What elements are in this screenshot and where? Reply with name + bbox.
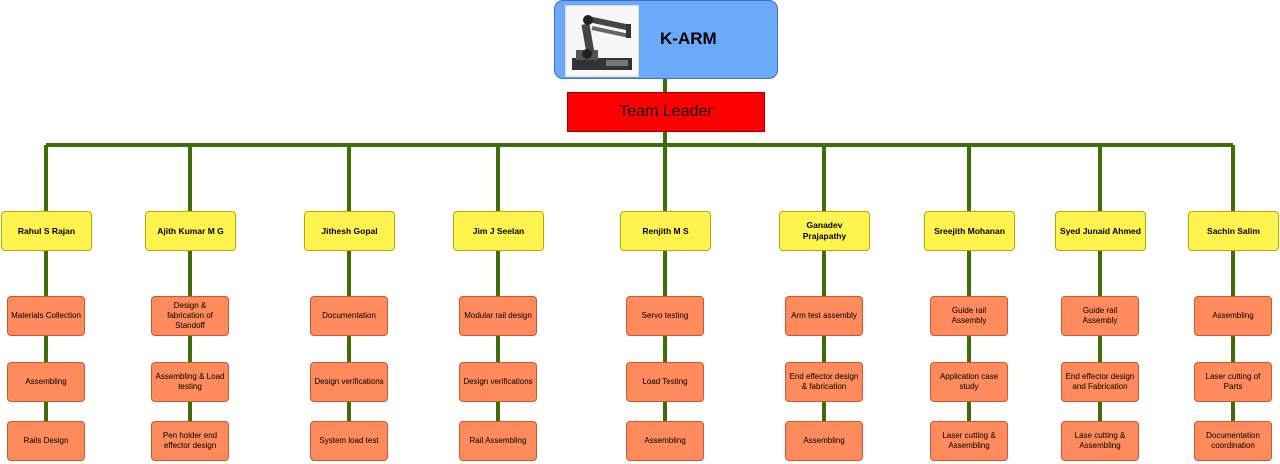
task-node: Rail Assembling xyxy=(459,421,537,461)
task-node: Servo testing xyxy=(626,296,704,336)
task-node: Assembling xyxy=(626,421,704,461)
task-node: Laser cutting of Parts xyxy=(1194,362,1272,402)
task-node: Design verifications xyxy=(310,362,388,402)
task-node: Assembling xyxy=(1194,296,1272,336)
task-node: Load Testing xyxy=(626,362,704,402)
task-node: Pen holder end effector design xyxy=(151,421,229,461)
task-node: System load test xyxy=(310,421,388,461)
task-node: Design & fabrication of Standoff xyxy=(151,296,229,336)
task-node: End effector design and Fabrication xyxy=(1061,362,1139,402)
task-node: Lase cutting & Assembling xyxy=(1061,421,1139,461)
task-node: Guide rail Assembly xyxy=(930,296,1008,336)
member-node: Syed Junaid Ahmed xyxy=(1055,211,1146,251)
task-node: Arm test assembly xyxy=(785,296,863,336)
member-node: Sreejith Mohanan xyxy=(924,211,1015,251)
member-node: Sachin Salim xyxy=(1188,211,1279,251)
task-node: Guide rail Assembly xyxy=(1061,296,1139,336)
robot-arm-logo xyxy=(565,5,639,77)
task-node: Documentation coordination xyxy=(1194,421,1272,461)
task-node: End effector design & fabrication xyxy=(785,362,863,402)
member-node: Rahul S Rajan xyxy=(1,211,92,251)
member-node: Ganadev Prajapathy xyxy=(779,211,870,251)
task-node: Modular rail design xyxy=(459,296,537,336)
task-node: Laser cutting & Assembling xyxy=(930,421,1008,461)
task-node: Assembling & Load testing xyxy=(151,362,229,402)
task-node: Rails Design xyxy=(7,421,85,461)
task-node: Documentation xyxy=(310,296,388,336)
member-node: Jithesh Gopal xyxy=(304,211,395,251)
task-node: Materials Collection xyxy=(7,296,85,336)
member-node: Renjith M S xyxy=(620,211,711,251)
project-root-node: K-ARM xyxy=(554,0,778,79)
member-node: Jim J Seelan xyxy=(453,211,544,251)
member-node: Ajith Kumar M G xyxy=(145,211,236,251)
task-node: Assembling xyxy=(7,362,85,402)
team-leader-node: Team Leader xyxy=(567,92,765,132)
task-node: Design verifications xyxy=(459,362,537,402)
task-node: Assembling xyxy=(785,421,863,461)
project-title: K-ARM xyxy=(660,29,717,48)
task-node: Application case study xyxy=(930,362,1008,402)
